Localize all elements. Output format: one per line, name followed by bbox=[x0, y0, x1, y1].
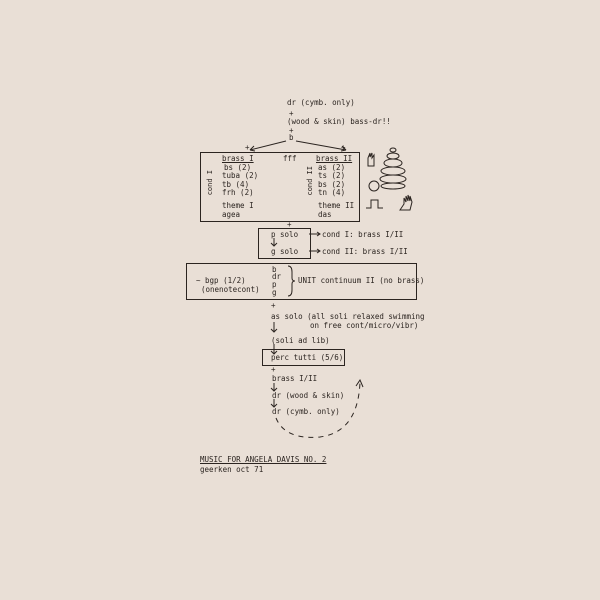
dynamic-fff: fff bbox=[283, 154, 297, 163]
g-solo: g solo bbox=[271, 247, 299, 256]
score-title: MUSIC FOR ANGELA DAVIS NO. 2 bbox=[200, 455, 327, 464]
plus: + bbox=[289, 109, 294, 118]
arrow-down bbox=[270, 238, 278, 247]
b-label: b bbox=[289, 133, 294, 142]
p-solo: p solo bbox=[271, 230, 299, 239]
brass-group-box bbox=[200, 152, 360, 222]
plus: + bbox=[245, 143, 250, 152]
plus: + bbox=[341, 143, 346, 152]
theme2: theme II bbox=[318, 201, 355, 210]
plus: + bbox=[287, 220, 292, 229]
circle-icon bbox=[368, 180, 380, 192]
unit-box bbox=[186, 263, 417, 300]
brass1-item: bs (2) bbox=[224, 163, 252, 172]
top-dr-cymb: dr (cymb. only) bbox=[287, 98, 355, 107]
brass1-item: frh (2) bbox=[222, 188, 254, 197]
brace bbox=[287, 265, 296, 297]
theme1: theme I bbox=[222, 201, 254, 210]
brass2-header: brass II bbox=[316, 154, 353, 163]
cond1-brass: cond I: brass I/II bbox=[322, 230, 404, 239]
solo-box bbox=[258, 228, 311, 259]
hand-icon bbox=[367, 152, 375, 167]
instrument: b bbox=[272, 265, 277, 274]
top-bass-dr: (wood & skin) bass-dr!! bbox=[287, 117, 391, 126]
arrow-right bbox=[295, 140, 347, 151]
instrument: g bbox=[272, 288, 277, 297]
brass1-item: tb (4) bbox=[222, 180, 250, 189]
step-icon bbox=[366, 199, 383, 209]
instrument: dr bbox=[272, 272, 282, 281]
unit-label: UNIT continuum II (no brass) bbox=[298, 276, 425, 285]
plus: + bbox=[271, 365, 276, 374]
cond2-vertical: cond II bbox=[306, 166, 314, 196]
return-dashed-arrow bbox=[275, 381, 361, 438]
instrument: p bbox=[272, 280, 277, 289]
brass1-header: brass I bbox=[222, 154, 254, 163]
as-solo-cont: on free cont/micro/vibr) bbox=[310, 321, 419, 330]
arrow-left bbox=[249, 140, 287, 151]
as-solo: as solo (all soli relaxed swimming bbox=[271, 312, 425, 321]
soli-ad-lib: (soli ad lib) bbox=[271, 336, 330, 345]
spiral-icon bbox=[379, 147, 407, 190]
tempo2: das bbox=[318, 210, 332, 219]
cond2-brass: cond II: brass I/II bbox=[322, 247, 408, 256]
perc-box bbox=[262, 349, 345, 366]
bgp-label: ~ bgp (1/2) bbox=[196, 276, 246, 285]
perc-tutti: perc tutti (5/6) bbox=[271, 353, 344, 362]
plus: + bbox=[271, 301, 276, 310]
dr-wood-skin: dr (wood & skin) bbox=[272, 391, 345, 400]
onenote-label: (onenotecont) bbox=[201, 285, 260, 294]
open-hand-icon bbox=[399, 194, 413, 211]
cond1-vertical: cond I bbox=[206, 170, 214, 196]
brass2-item: as (2) bbox=[318, 163, 346, 172]
dr-cymb-only: dr (cymb. only) bbox=[272, 407, 340, 416]
brass1-item: tuba (2) bbox=[222, 171, 259, 180]
brass-1-2: brass I/II bbox=[272, 374, 318, 383]
brass2-item: ts (2) bbox=[318, 171, 346, 180]
brass2-item: bs (2) bbox=[318, 180, 346, 189]
return-arrowhead bbox=[355, 378, 364, 388]
tempo1: agea bbox=[222, 210, 241, 219]
score-credit: geerken oct 71 bbox=[200, 465, 264, 474]
plus: + bbox=[289, 126, 294, 135]
brass2-item: tn (4) bbox=[318, 188, 346, 197]
